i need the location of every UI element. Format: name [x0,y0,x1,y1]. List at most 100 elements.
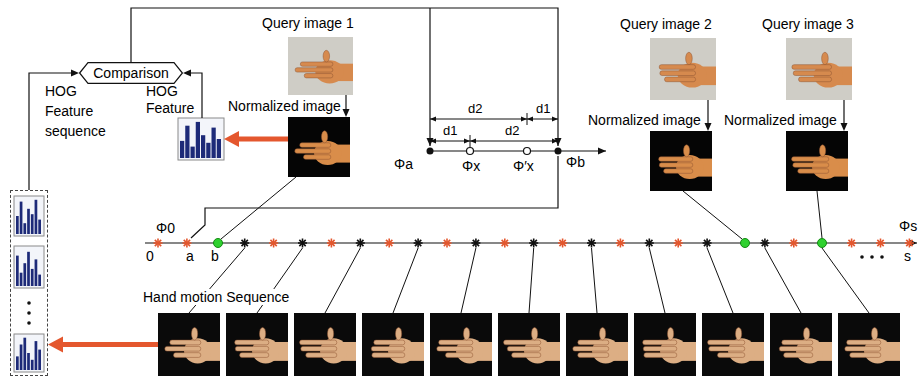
photo-ground [650,131,712,191]
node-heading: Query image 2 [620,16,712,32]
hand-finger [782,340,813,345]
interpolation-axis [430,150,606,151]
frame-star [587,239,596,248]
histogram-bar [27,209,30,234]
hand-thumb [683,145,689,157]
hand-thumb [871,327,877,340]
photo-ground [650,38,716,100]
photo-ground [566,313,628,376]
hand-finger [374,340,405,345]
star-stroke [184,240,190,246]
star-stroke [704,240,710,246]
hand-finger [798,169,829,174]
hand-finger [660,71,696,76]
histogram-bar [212,128,216,158]
photo-ground [786,131,848,191]
hand-finger [847,340,881,345]
photo-ground [158,313,220,376]
frame-star [182,239,191,248]
frame-star [414,239,423,248]
star-stroke [242,240,248,246]
hand-thumb [686,52,693,64]
star-stroke [791,240,797,246]
frame-star [385,239,394,248]
ellipsis-dot [860,255,864,259]
hand-finger [578,340,609,345]
hand-finger [659,163,692,168]
ellipsis-dot [870,255,874,259]
interpolated-point [524,148,531,155]
histogram-bar [20,273,23,286]
histogram-bar [38,275,41,286]
interpolated-point [467,148,474,155]
sequence-frame [838,313,900,376]
hand-thumb [667,327,673,340]
hand-thumb [531,327,537,340]
photo-ground [838,313,900,376]
photo-ground [770,313,832,376]
frame-leader [707,248,733,313]
normalized-photo [786,131,848,191]
hand-finger [793,71,831,76]
hand-thumb [323,50,330,62]
dimension-tick [527,113,528,125]
histogram-bar [16,216,19,234]
hand-finger [504,340,541,345]
star-stroke [646,240,652,246]
hand-thumb [599,327,605,340]
hand-finger [300,340,337,345]
node-heading: Query image 3 [762,16,854,32]
hand-finger [170,340,201,345]
histogram-bar [185,126,189,158]
normalized-image: Normalized image [650,131,712,191]
hand-finger [665,77,696,82]
hand-finger [718,353,745,358]
dimension-line [527,119,558,120]
hand-finger [644,353,677,358]
dimension-label: d2 [505,123,519,139]
histogram-ground [14,334,44,372]
hand-finger [792,65,832,70]
comparison-hexagon: Comparison [79,62,183,84]
hand-finger [643,340,677,345]
histogram-bar [23,263,26,286]
photo-ground [362,313,424,376]
frame-star [298,239,307,248]
photo-ground [498,313,560,376]
normalized-image: Normalized image [288,117,350,177]
star-stroke [357,240,363,246]
connector [345,95,346,109]
frame-star [471,239,480,248]
frame-star [674,239,683,248]
star-stroke [877,240,883,246]
sequence-frame [634,313,696,376]
hand-finger [301,346,337,351]
star-stroke [270,240,276,246]
point-label: Φx [462,158,480,174]
hand-finger [371,346,404,351]
ellipsis-dot [880,255,884,259]
frame-star [529,239,538,248]
star-stroke [848,240,854,246]
hand-finger [174,353,201,358]
key-point [427,148,434,155]
hand-finger [659,65,695,70]
histogram-bar [23,338,26,370]
histogram-bar [38,350,41,370]
node-heading: HOG Feature [146,83,202,117]
histogram-bar [217,139,221,158]
photo-ground [288,117,350,177]
connector [843,100,844,123]
histogram-ground [178,118,224,160]
sequence-frame [770,313,832,376]
hand-finger [235,346,268,351]
star-stroke [444,240,450,246]
frame-star [645,239,654,248]
feature-sequence-box: HOG Feature sequence [10,190,48,376]
query-image: Query image 1 [288,37,353,95]
star-stroke [617,240,623,246]
sequence-frame [498,313,560,376]
